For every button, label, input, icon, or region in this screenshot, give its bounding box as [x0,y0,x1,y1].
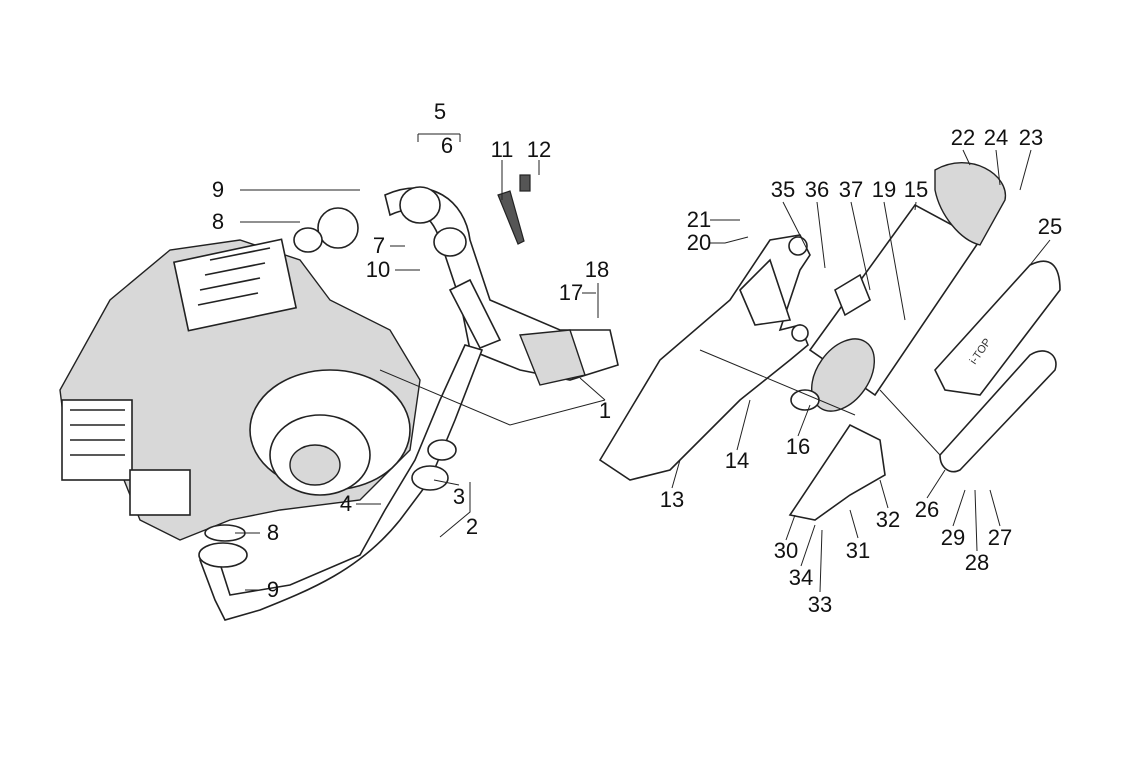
label-31: 31 [846,538,870,563]
label-24: 24 [984,125,1008,150]
exhaust-pipe [198,174,619,621]
label-18: 18 [585,257,609,282]
label-33: 33 [808,592,832,617]
label-8-lower: 8 [267,520,279,545]
part-labels: 1 2 3 4 5 6 7 8 8 9 9 10 11 12 13 14 15 … [212,99,1062,617]
label-26: 26 [915,497,939,522]
label-6: 6 [441,133,453,158]
leader-lines [235,133,1051,593]
label-21: 21 [687,207,711,232]
engine-assembly [59,238,421,541]
muffler [790,162,1006,412]
label-12: 12 [527,137,551,162]
label-13: 13 [660,487,684,512]
label-8-upper: 8 [212,209,224,234]
label-27: 27 [988,525,1012,550]
label-4: 4 [340,491,352,516]
muffler-bracket [598,234,811,481]
label-29: 29 [941,525,965,550]
label-10: 10 [366,257,390,282]
label-17: 17 [559,280,583,305]
label-9-lower: 9 [267,577,279,602]
label-9-upper: 9 [212,177,224,202]
heat-shield: i-TOP [934,260,1061,473]
label-20: 20 [687,230,711,255]
label-7: 7 [373,233,385,258]
label-37: 37 [839,177,863,202]
label-30: 30 [774,538,798,563]
label-36: 36 [805,177,829,202]
label-25: 25 [1038,214,1062,239]
label-1: 1 [599,398,611,423]
label-11: 11 [491,137,514,162]
lower-guard [788,423,886,521]
label-32: 32 [876,507,900,532]
label-14: 14 [725,448,749,473]
label-28: 28 [965,550,989,575]
label-23: 23 [1019,125,1043,150]
label-35: 35 [771,177,795,202]
label-2: 2 [466,514,478,539]
label-19: 19 [872,177,896,202]
label-3: 3 [453,484,465,509]
label-34: 34 [789,565,813,590]
label-22: 22 [951,125,975,150]
label-5: 5 [434,99,446,124]
label-15: 15 [904,177,928,202]
label-16: 16 [786,434,810,459]
